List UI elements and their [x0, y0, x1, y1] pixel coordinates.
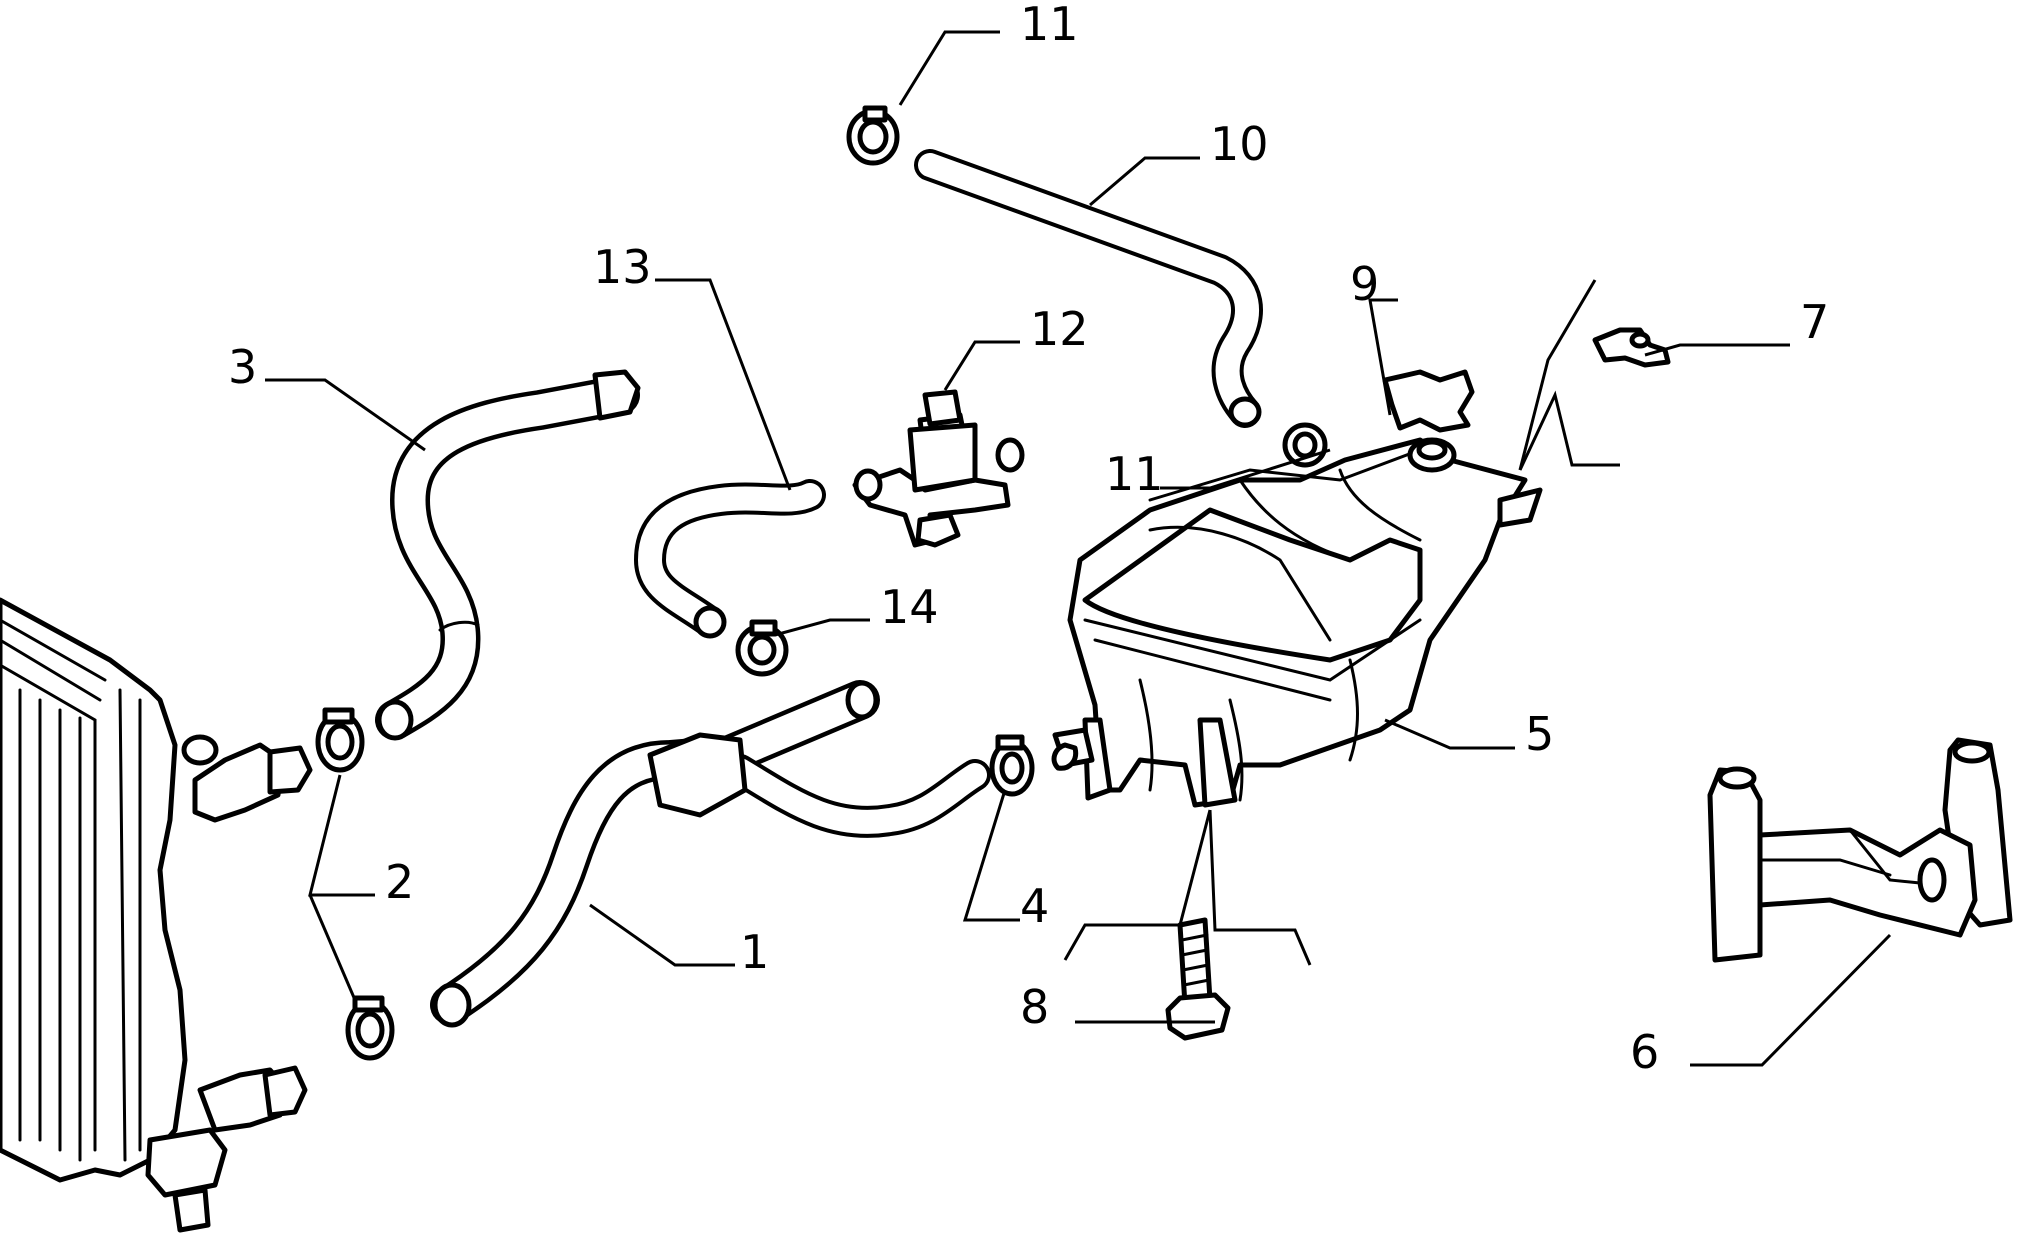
callout-11-mid: 11 — [1105, 447, 1164, 501]
callout-14: 14 — [880, 580, 939, 634]
callout-labels: 11 10 13 12 3 11 9 7 14 5 4 2 1 8 6 — [228, 0, 1829, 1079]
fitting-12 — [852, 389, 1025, 548]
expansion-tank-5 — [1051, 437, 1543, 808]
callout-5: 5 — [1525, 707, 1554, 761]
callout-4: 4 — [1020, 879, 1049, 933]
clamp-4 — [989, 734, 1035, 797]
hose-3 — [375, 369, 641, 741]
mount-9 — [1382, 369, 1475, 433]
callout-11-top: 11 — [1020, 0, 1079, 51]
hose-10 — [914, 149, 1263, 428]
hose-1 — [430, 680, 991, 1028]
clip-7 — [1592, 327, 1671, 368]
callout-3: 3 — [228, 340, 257, 394]
callout-12: 12 — [1030, 302, 1089, 356]
callout-8: 8 — [1020, 980, 1049, 1034]
hose-13 — [634, 479, 826, 639]
callout-13: 13 — [593, 240, 652, 294]
callout-10: 10 — [1210, 117, 1269, 171]
callout-6: 6 — [1630, 1025, 1659, 1079]
bolt-8 — [1165, 917, 1231, 1041]
leader-lines — [265, 30, 1892, 1067]
clamp-14 — [735, 619, 789, 677]
radiator — [0, 597, 313, 1233]
callout-1: 1 — [740, 925, 769, 979]
callout-7: 7 — [1800, 295, 1829, 349]
clamp-2-lower — [345, 995, 395, 1061]
callout-2: 2 — [385, 855, 414, 909]
clamp-2-upper — [315, 707, 365, 773]
callout-9: 9 — [1350, 257, 1379, 311]
bracket-6 — [1707, 737, 2013, 963]
clamp-11-top — [846, 105, 900, 166]
